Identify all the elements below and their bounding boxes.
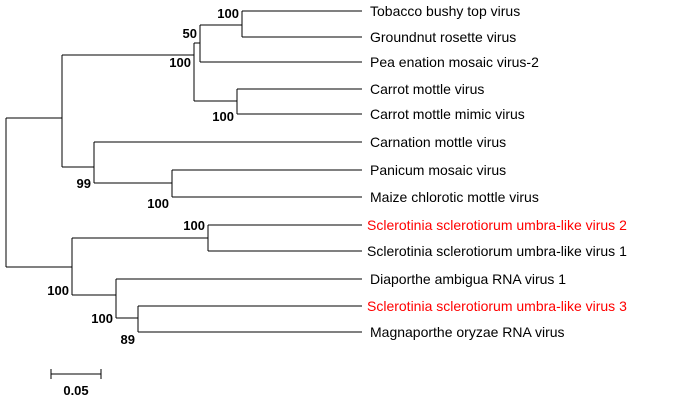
leaf-label-ssulv3: Sclerotinia sclerotiorum umbra-like viru… [367, 298, 627, 314]
bootstrap-pmv-mcmv: 100 [147, 196, 169, 211]
leaf-label-pemv2: Pea enation mosaic virus-2 [370, 54, 539, 70]
scale-bar: 0.05 [50, 369, 102, 398]
leaf-label-grv: Groundnut rosette virus [370, 29, 516, 45]
bootstrap-fungal-clade: 100 [47, 283, 69, 298]
leaf-label-darv1: Diaporthe ambigua RNA virus 1 [370, 271, 566, 287]
leaf-label-mcmv: Maize chlorotic mottle virus [370, 189, 539, 205]
bootstrap-carmo-pani-clade: 99 [77, 176, 91, 191]
bootstrap-tbtv-grv: 100 [217, 6, 239, 21]
leaf-label-tbtv: Tobacco bushy top virus [370, 3, 520, 19]
tree-branches [5, 10, 362, 333]
leaf-label-ssulv2: Sclerotinia sclerotiorum umbra-like viru… [367, 217, 627, 233]
leaf-label-pmv: Panicum mosaic virus [370, 162, 506, 178]
bootstrap-darv1-clade: 100 [91, 311, 113, 326]
bootstrap-ssulv3-morv: 89 [121, 332, 135, 347]
leaf-label-cmomv: Carrot mottle mimic virus [370, 106, 525, 122]
bootstrap-tbtv-pemv2: 50 [183, 26, 197, 41]
bootstrap-umbravirus-clade: 100 [169, 55, 191, 70]
leaf-labels: Tobacco bushy top virus Groundnut rosett… [367, 3, 627, 340]
leaf-label-carmv: Carnation mottle virus [370, 134, 506, 150]
leaf-label-ssulv1: Sclerotinia sclerotiorum umbra-like viru… [367, 243, 627, 259]
leaf-label-morv: Magnaporthe oryzae RNA virus [370, 324, 565, 340]
scale-bar-label: 0.05 [63, 383, 88, 398]
bootstrap-values: 100 50 100 100 99 100 100 100 100 89 [47, 6, 239, 347]
bootstrap-ssulv2-ssulv1: 100 [183, 218, 205, 233]
leaf-label-cmotv: Carrot mottle virus [370, 81, 484, 97]
bootstrap-carrot-mottle-pair: 100 [212, 109, 234, 124]
